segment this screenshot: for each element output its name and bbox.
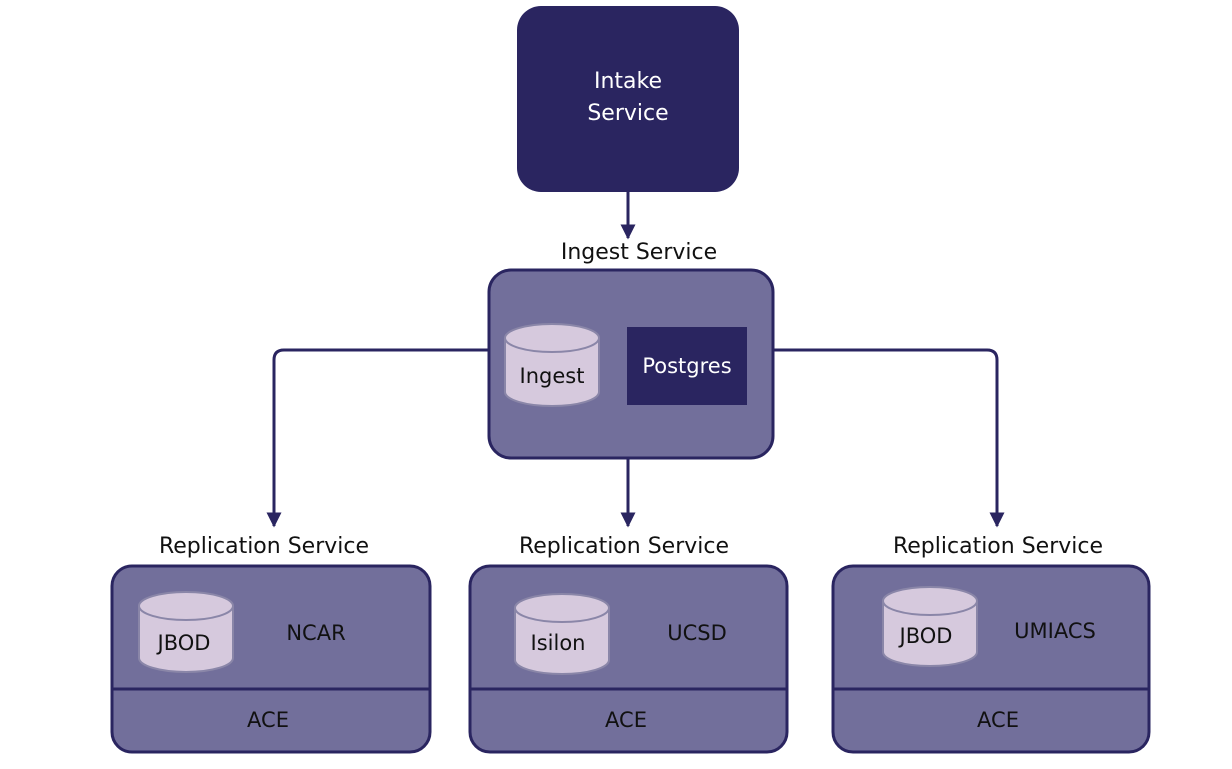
jbod-database-icon <box>882 586 978 667</box>
replication-box-ucsd: Isilon UCSD ACE <box>468 564 789 754</box>
replication-box-ncar: JBOD NCAR ACE <box>110 564 432 754</box>
arrow-ingest-to-umiacs <box>773 348 1005 528</box>
replica-database-label: JBOD <box>156 631 211 655</box>
replication-service-title-umiacs: Replication Service <box>893 534 1103 559</box>
replica-ace-label: ACE <box>605 708 647 732</box>
ingest-database-label: Ingest <box>520 364 585 388</box>
ingest-service-box: Ingest Postgres <box>487 268 775 460</box>
replica-ace-label: ACE <box>977 708 1019 732</box>
intake-label-line1: Intake <box>594 69 662 94</box>
replica-database-label: Isilon <box>531 631 586 655</box>
jbod-database-icon <box>138 591 234 673</box>
replica-site-label: UMIACS <box>1014 619 1096 643</box>
postgres-label: Postgres <box>642 354 731 378</box>
intake-service-box: Intake Service <box>517 6 739 192</box>
replica-database-label: JBOD <box>898 624 953 648</box>
replication-service-title-ucsd: Replication Service <box>519 534 729 559</box>
postgres-box <box>627 327 747 405</box>
arrow-ingest-to-ncar <box>266 348 489 528</box>
replication-service-title-ncar: Replication Service <box>159 534 369 559</box>
ingest-service-title: Ingest Service <box>561 240 717 265</box>
replica-site-label: UCSD <box>667 621 727 645</box>
ingest-database-icon <box>504 323 600 407</box>
isilon-database-icon <box>514 593 610 675</box>
intake-label-line2: Service <box>587 101 668 126</box>
replica-site-label: NCAR <box>286 621 345 645</box>
replica-ace-label: ACE <box>247 708 289 732</box>
replication-box-umiacs: JBOD UMIACS ACE <box>831 564 1151 754</box>
